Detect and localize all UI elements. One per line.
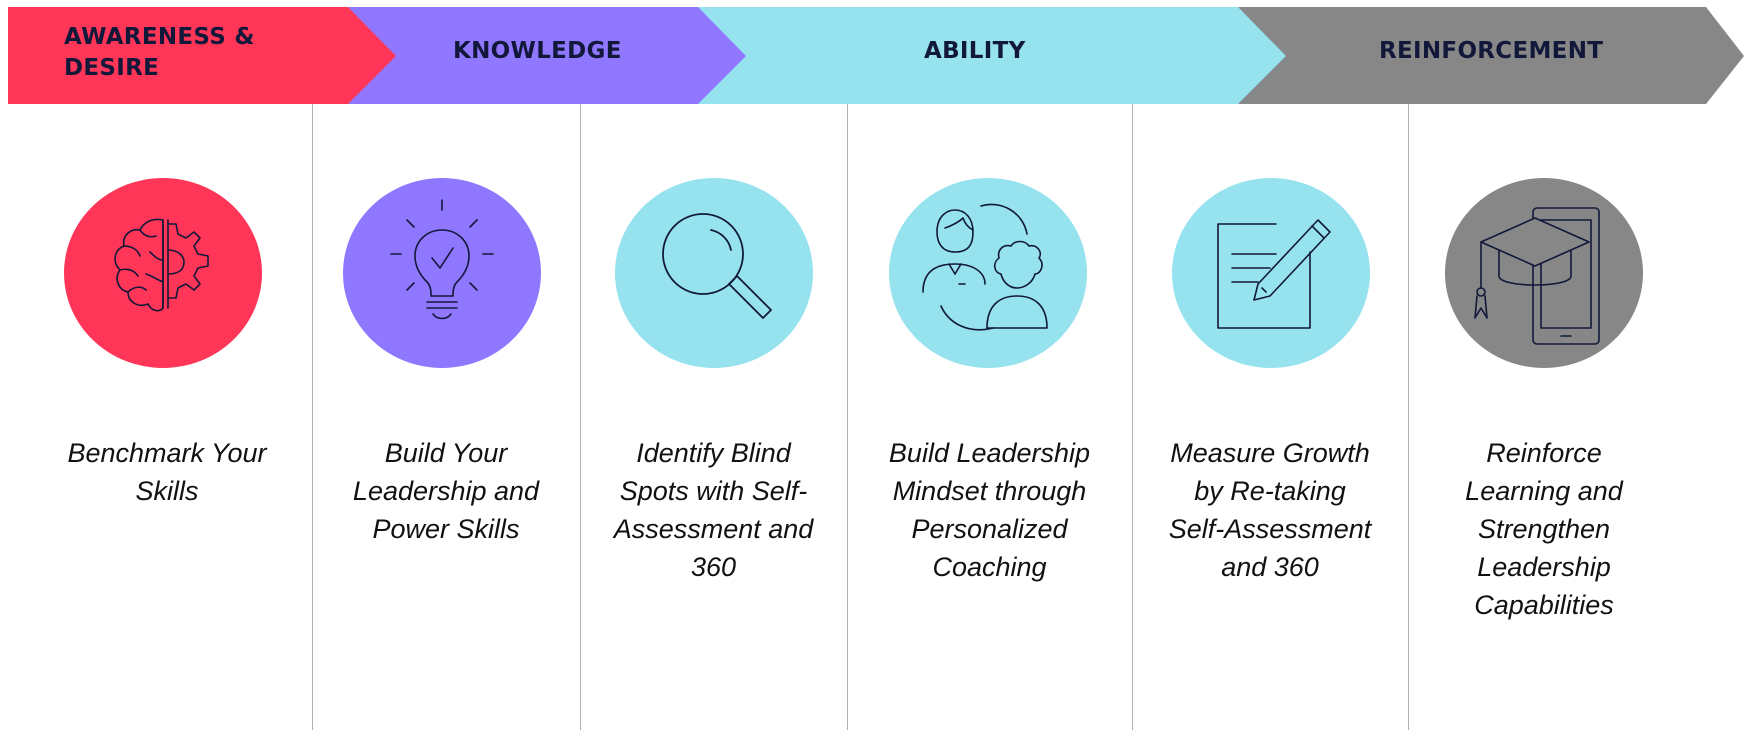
step-description: Benchmark Your Skills <box>22 434 312 510</box>
chevron-ability <box>698 7 1286 104</box>
step-description: Build Your Leadership and Power Skills <box>312 434 580 548</box>
step-icon-circle <box>889 178 1087 368</box>
step-column: Reinforce Learning and Strengthen Leader… <box>1408 104 1680 730</box>
step-text-line: Benchmark Your <box>67 438 267 468</box>
step-text-line: Identify Blind <box>636 438 791 468</box>
step-text-line: Mindset through <box>892 476 1087 506</box>
step-text-line: Skills <box>135 476 199 506</box>
coaching-people-icon <box>922 203 1048 331</box>
chevron-knowledge <box>348 7 746 104</box>
stage-label-line: AWARENESS & <box>64 24 255 50</box>
step-icon-circle <box>615 178 813 368</box>
step-text-line: Strengthen <box>1477 514 1611 544</box>
step-icon-circle <box>1445 178 1643 368</box>
chevron-reinforcement <box>1238 7 1744 104</box>
graduation-cap-tablet-icon <box>1474 207 1600 345</box>
step-description: Reinforce Learning and Strengthen Leader… <box>1408 434 1680 624</box>
stage-label-ability: ABILITY <box>924 38 1026 64</box>
column-divider <box>847 104 848 730</box>
stage-label-knowledge: KNOWLEDGE <box>453 38 622 64</box>
step-column: Identify Blind Spots with Self- Assessme… <box>580 104 847 730</box>
step-text-line: Self-Assessment <box>1168 514 1372 544</box>
step-column: Benchmark Your Skills <box>22 104 312 730</box>
step-column: Build Leadership Mindset through Persona… <box>847 104 1132 730</box>
step-icon-circle <box>343 178 541 368</box>
step-icon-circle <box>64 178 262 368</box>
lightbulb-check-icon <box>390 199 494 320</box>
step-text-line: Leadership <box>1477 552 1611 582</box>
step-text-line: Learning and <box>1465 476 1623 506</box>
magnifying-glass-icon <box>662 213 772 319</box>
step-description: Identify Blind Spots with Self- Assessme… <box>580 434 847 586</box>
step-text-line: by Re-taking <box>1194 476 1346 506</box>
step-text-line: Leadership and <box>352 476 540 506</box>
stage-label-awareness-desire: AWARENESS & DESIRE <box>64 22 255 84</box>
step-text-line: Measure Growth <box>1170 438 1370 468</box>
column-divider <box>1408 104 1409 730</box>
step-text-line: Reinforce <box>1486 438 1602 468</box>
step-text-line: Spots with Self- <box>619 476 808 506</box>
step-text-line: 360 <box>690 552 737 582</box>
step-text-line: Coaching <box>932 552 1047 582</box>
stage-label-line: DESIRE <box>64 55 160 81</box>
stage-chevron-banner <box>8 7 1744 104</box>
column-divider <box>312 104 313 730</box>
chevron-awareness-desire <box>8 7 396 104</box>
step-text-line: Personalized <box>911 514 1068 544</box>
step-column: Build Your Leadership and Power Skills <box>312 104 580 730</box>
step-description: Build Leadership Mindset through Persona… <box>847 434 1132 586</box>
step-description: Measure Growth by Re-taking Self-Assessm… <box>1132 434 1408 586</box>
step-column: Measure Growth by Re-taking Self-Assessm… <box>1132 104 1408 730</box>
column-divider <box>580 104 581 730</box>
step-text-line: and 360 <box>1221 552 1319 582</box>
brain-gear-icon <box>114 218 209 312</box>
step-text-line: Power Skills <box>372 514 520 544</box>
step-icon-circle <box>1172 178 1370 368</box>
step-text-line: Build Leadership <box>888 438 1091 468</box>
column-divider <box>1132 104 1133 730</box>
document-pencil-icon <box>1217 219 1331 329</box>
step-text-line: Build Your <box>384 438 508 468</box>
stage-label-reinforcement: REINFORCEMENT <box>1379 38 1604 64</box>
step-text-line: Assessment and <box>613 514 814 544</box>
step-text-line: Capabilities <box>1474 590 1614 620</box>
